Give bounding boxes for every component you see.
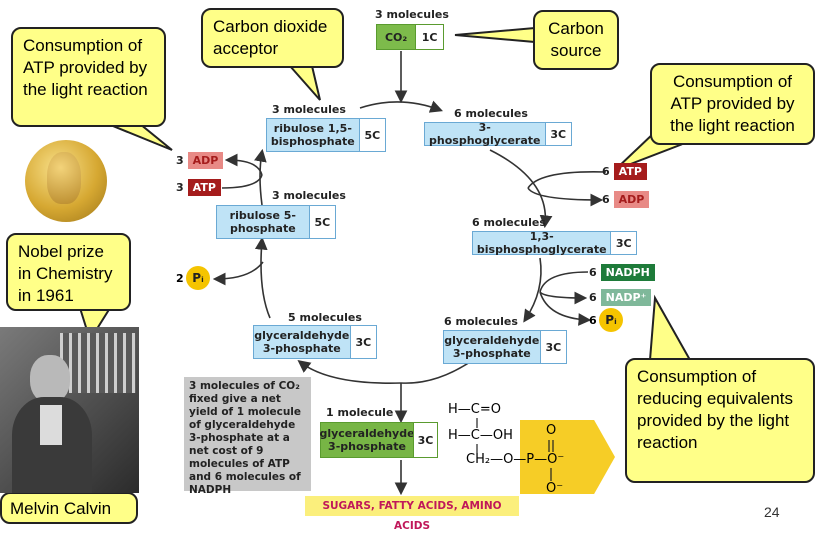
pga-label: 3-phosphoglycerate (425, 121, 545, 147)
g3p-out-box: glyceraldehyde 3-phosphate 3C (319, 422, 438, 458)
g3p-out-label: glyceraldehyde 3-phosphate (319, 423, 415, 457)
left-atp-count: 3 (176, 181, 184, 194)
nadp-label: NADP⁺ (600, 289, 652, 306)
arc-g3p-to-ru5p (254, 236, 271, 319)
structure-phosphate-highlight (520, 420, 615, 494)
summary-box: 3 molecules of CO₂ fixed give a net yiel… (184, 377, 311, 496)
page-number: 24 (764, 504, 780, 520)
arc-ru5p-to-rubp (254, 148, 267, 206)
g3p-left-count: 5 molecules (288, 311, 362, 324)
callout-nobel: Nobel prize in Chemistry in 1961 (6, 233, 131, 311)
co2-count: 3 molecules (375, 8, 449, 21)
right-atp-arrow (527, 171, 607, 189)
rubp-box: ribulose 1,5-bisphosphate 5C (266, 118, 386, 152)
ru5p-carbons: 5C (308, 206, 335, 238)
left-atp-label: ATP (187, 179, 221, 196)
g3p-left-carbons: 3C (349, 326, 376, 358)
ru5p-label: ribulose 5-phosphate (217, 206, 309, 238)
left-atp-tag: 3 ATP (176, 179, 221, 196)
nadph-in-arrow (539, 271, 589, 293)
structure-p-o-bottom: O⁻ (546, 481, 564, 496)
callout-carbon-source: Carbon source (533, 10, 619, 70)
pga-carbons: 3C (544, 123, 571, 145)
right-adp-tag: 6 ADP (602, 191, 650, 208)
bpg-box: 1,3-bisphosphoglycerate 3C (472, 230, 637, 256)
g3p-right-label: glyceraldehyde 3-phosphate (444, 331, 540, 363)
structure-row1: H—C=O (448, 402, 501, 417)
right-adp-label: ADP (613, 191, 650, 208)
callout-co2-acceptor: Carbon dioxide acceptor (201, 8, 344, 68)
callout-atp-left: Consumption of ATP provided by the light… (11, 27, 166, 127)
ru5p-count: 3 molecules (272, 189, 346, 202)
bpg-carbons: 3C (610, 232, 636, 254)
left-adp-arrow (224, 153, 263, 176)
nadph-tag: 6 NADPH (589, 264, 655, 281)
pi-right-badge: Pᵢ (599, 308, 623, 332)
structure-row2: H—C—OH (448, 428, 513, 443)
right-adp-arrow (527, 187, 604, 207)
co2-label: CO₂ (377, 25, 416, 49)
structure-p-o-top: O (546, 423, 557, 438)
nadp-tag: 6 NADP⁺ (589, 289, 652, 306)
arc-pga-to-bpg (489, 149, 553, 229)
right-adp-count: 6 (602, 193, 610, 206)
callout-reducing: Consumption of reducing equivalents prov… (625, 358, 815, 483)
nobel-medal-image (25, 140, 107, 222)
g3p-left-box: glyceraldehyde 3-phosphate 3C (253, 325, 377, 359)
ru5p-box: ribulose 5-phosphate 5C (216, 205, 336, 239)
callout-atp-right: Consumption of ATP provided by the light… (650, 63, 815, 145)
g3p-out-carbons: 3C (413, 423, 437, 457)
co2-box: CO₂ 1C (376, 24, 444, 50)
bpg-label: 1,3-bisphosphoglycerate (473, 230, 611, 256)
left-atp-arrow (221, 174, 263, 189)
nadp-out-arrow (539, 291, 588, 305)
left-adp-tag: 3 ADP (176, 152, 224, 169)
right-atp-label: ATP (613, 163, 647, 180)
pi-left-badge: Pᵢ (186, 266, 210, 290)
pi-left-count: 2 (176, 272, 184, 285)
g3p-right-box: glyceraldehyde 3-phosphate 3C (443, 330, 567, 364)
g3p-left-label: glyceraldehyde 3-phosphate (254, 326, 350, 358)
nadph-label: NADPH (600, 264, 655, 281)
arc-rubp-to-pga (359, 100, 443, 113)
arc-bpg-to-g3p (523, 257, 542, 323)
pi-right-count: 6 (589, 314, 597, 327)
left-adp-label: ADP (187, 152, 224, 169)
right-atp-count: 6 (602, 165, 610, 178)
pga-count: 6 molecules (454, 107, 528, 120)
pga-box: 3-phosphoglycerate 3C (424, 121, 572, 147)
g3p-right-carbons: 3C (539, 331, 566, 363)
bpg-count: 6 molecules (472, 216, 546, 229)
calvin-photo (0, 327, 139, 493)
rubp-label: ribulose 1,5-bisphosphate (267, 119, 359, 151)
g3p-right-count: 6 molecules (444, 315, 518, 328)
co2-carbons: 1C (415, 25, 443, 49)
pi-left-out-arrow (212, 261, 264, 286)
rubp-count: 3 molecules (272, 103, 346, 116)
nadp-count: 6 (589, 291, 597, 304)
split-left-arc (297, 360, 402, 384)
g3p-out-count: 1 molecule (326, 406, 394, 419)
left-adp-count: 3 (176, 154, 184, 167)
structure-row3: CH₂—O—P—O⁻ (466, 452, 565, 467)
callout-calvin: Melvin Calvin (0, 492, 138, 524)
pi-right-out-arrow (539, 291, 592, 326)
right-atp-tag: 6 ATP (602, 163, 647, 180)
nadph-count: 6 (589, 266, 597, 279)
rubp-carbons: 5C (358, 119, 385, 151)
